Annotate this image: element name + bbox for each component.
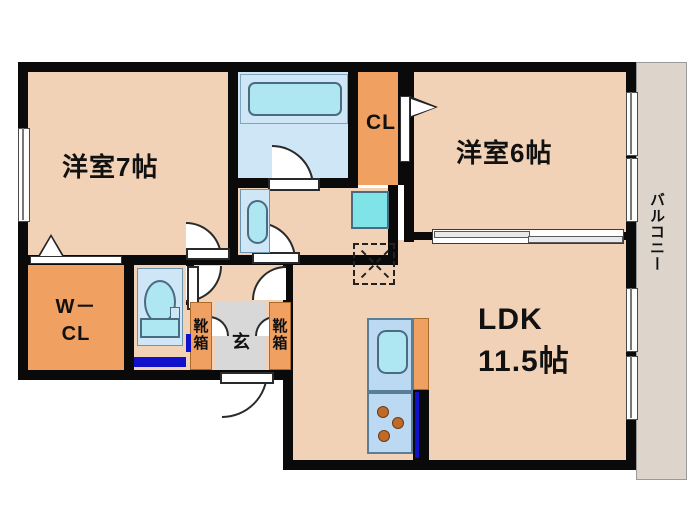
exterior-wall-bottom bbox=[283, 460, 636, 470]
balcony-area bbox=[636, 62, 692, 480]
kitchen-stove-unit bbox=[367, 392, 413, 454]
door-leaf-washroom[interactable] bbox=[252, 252, 300, 264]
stove-burner-3 bbox=[378, 430, 390, 442]
wall-washroom-east bbox=[388, 185, 398, 265]
window-east-ldk-lower bbox=[626, 356, 638, 420]
wall-wcl-east bbox=[124, 265, 134, 370]
walk-in-closet-label-line1: W－ bbox=[55, 296, 97, 318]
ldk-label: LDK bbox=[478, 303, 543, 336]
room-washitsu-6-floor bbox=[414, 72, 626, 232]
shoe-box-left-label-1: 靴 bbox=[193, 318, 210, 335]
toilet-accent-bar bbox=[134, 357, 186, 367]
window-east-ldk-upper bbox=[626, 288, 638, 352]
ldk-floor bbox=[293, 240, 626, 460]
closet-cl-label: CL bbox=[366, 111, 396, 134]
genkan-label: 玄 bbox=[232, 332, 251, 352]
door-leaf-bathroom[interactable] bbox=[268, 178, 320, 191]
shoe-box-left-label-2: 箱 bbox=[193, 335, 210, 352]
exterior-wall-top bbox=[18, 62, 636, 72]
exterior-wall-right bbox=[626, 62, 636, 470]
wall-hall-north bbox=[186, 258, 293, 265]
bathtub-rim bbox=[240, 74, 348, 124]
genkan-accent-bar bbox=[186, 334, 191, 352]
window-east-ldk-lower-mullion bbox=[630, 356, 632, 418]
shoe-box-right-label-1: 靴 bbox=[272, 318, 289, 335]
shoe-box-right-label-2: 箱 bbox=[272, 335, 289, 352]
window-east-6jo-lower-mullion bbox=[630, 158, 632, 220]
door-sill-wcl bbox=[30, 256, 122, 264]
shoe-box-right bbox=[269, 302, 291, 370]
wash-basin bbox=[247, 200, 268, 244]
washing-machine-space bbox=[351, 191, 389, 229]
sliding-door-6jo-ldk[interactable] bbox=[432, 229, 624, 244]
closet-cl-door-panel[interactable] bbox=[400, 96, 410, 162]
toilet-tank bbox=[140, 318, 180, 338]
overhead-storage-dashed bbox=[353, 243, 395, 285]
sliding-door-pane-right[interactable] bbox=[528, 236, 623, 243]
wall-7jo-east bbox=[228, 62, 238, 265]
balcony-label: バルコニー bbox=[648, 192, 665, 272]
room-washitsu-6-label: 洋室6帖 bbox=[456, 138, 553, 168]
wall-7jo-south bbox=[18, 255, 238, 265]
window-west-7jo bbox=[18, 128, 30, 222]
ldk-size-label: 11.5帖 bbox=[478, 345, 570, 378]
kitchen-counter bbox=[413, 318, 429, 390]
door-leaf-entrance[interactable] bbox=[220, 372, 274, 384]
window-east-6jo-upper bbox=[626, 92, 638, 156]
exterior-wall-bottom-left bbox=[18, 370, 293, 380]
kitchen-accent-bar bbox=[415, 392, 419, 458]
window-east-6jo-upper-mullion bbox=[630, 92, 632, 154]
kitchen-sink-basin bbox=[377, 330, 408, 374]
stove-burner-1 bbox=[377, 406, 389, 418]
walk-in-closet-floor bbox=[28, 265, 124, 370]
wall-bath-east bbox=[348, 72, 358, 188]
toilet-paper-holder bbox=[170, 307, 180, 319]
walk-in-closet-label-line2: CL bbox=[61, 323, 91, 345]
window-east-ldk-upper-mullion bbox=[630, 288, 632, 350]
wall-washroom-south bbox=[228, 255, 398, 265]
sliding-door-pane-left[interactable] bbox=[434, 231, 530, 238]
window-east-6jo-lower bbox=[626, 158, 638, 222]
bathtub bbox=[248, 82, 342, 116]
room-washitsu-7-label: 洋室7帖 bbox=[62, 152, 159, 182]
door-leaf-7jo[interactable] bbox=[186, 248, 230, 260]
genkan-floor bbox=[216, 302, 266, 370]
window-west-7jo-mullion bbox=[22, 128, 24, 220]
exterior-wall-step bbox=[283, 370, 293, 470]
balcony-outer-edge bbox=[686, 62, 692, 480]
stove-burner-2 bbox=[392, 417, 404, 429]
